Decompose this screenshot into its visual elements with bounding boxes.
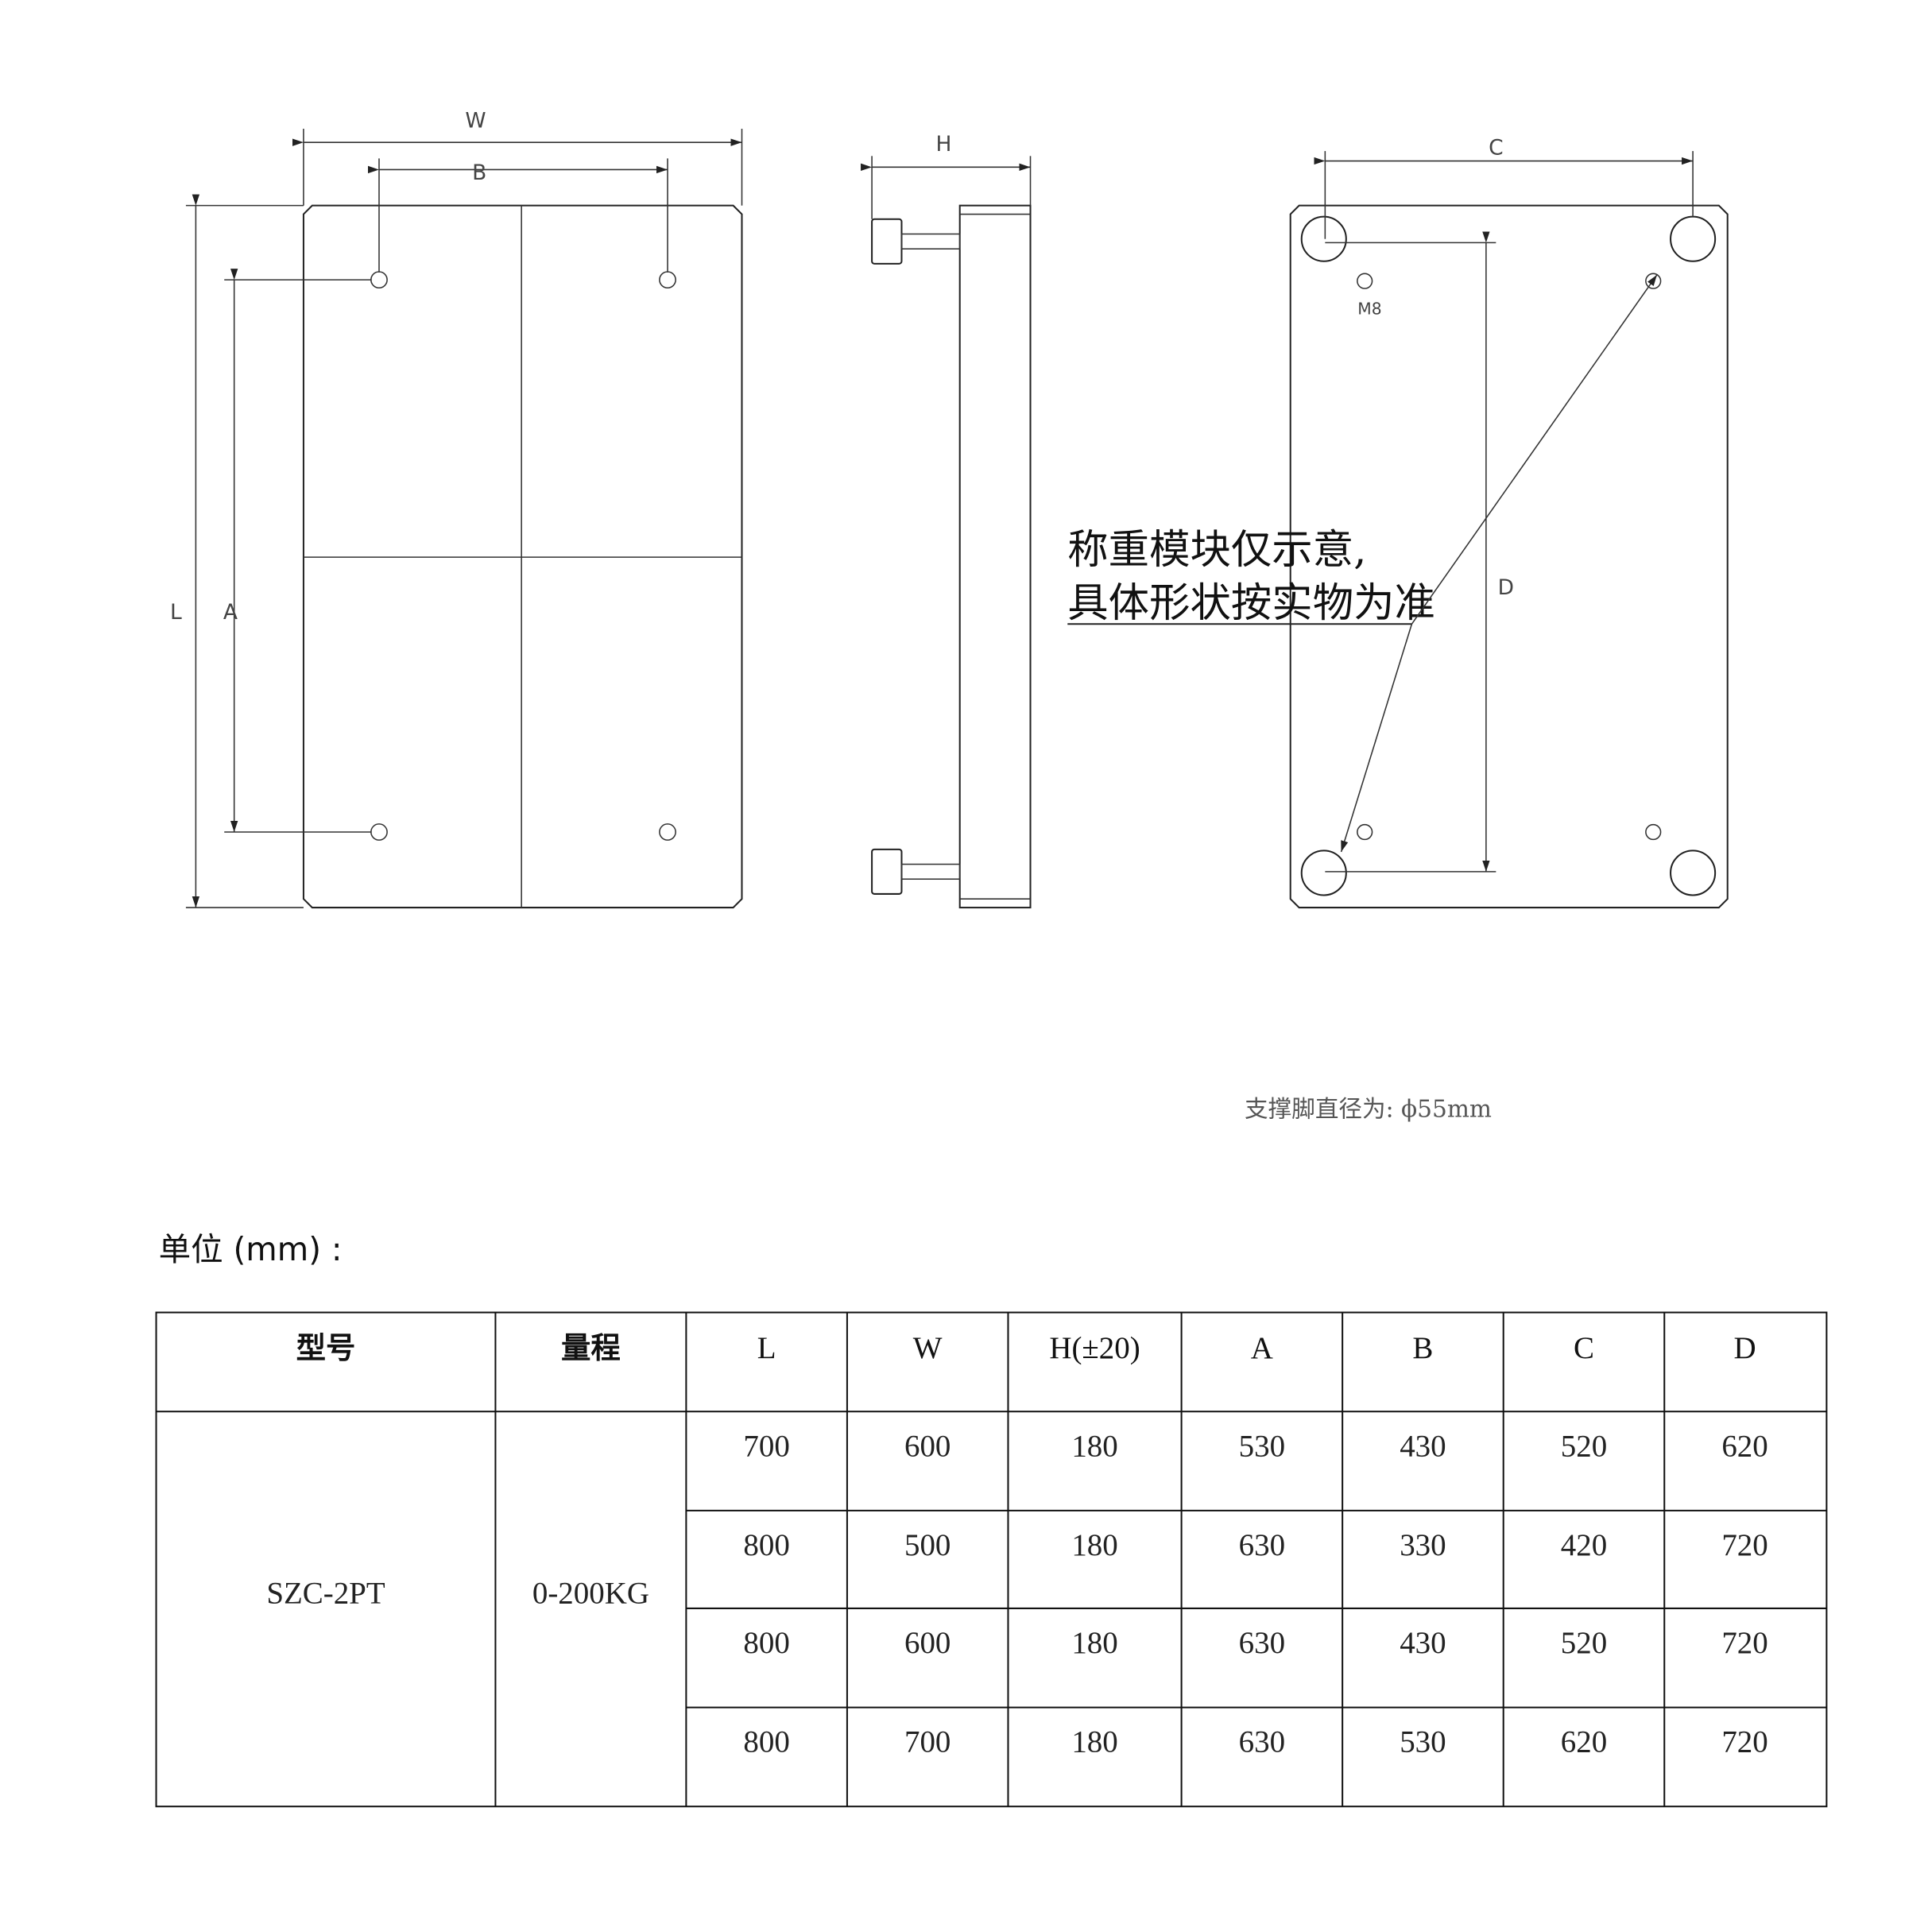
mount-hole <box>659 823 676 841</box>
table-row: 800 600 180 630 430 520 720 <box>743 1626 1767 1660</box>
leader-line <box>1411 274 1658 625</box>
table-cell: 530 <box>1239 1429 1285 1463</box>
table-cell: 600 <box>904 1429 951 1463</box>
table-cell: 430 <box>1400 1626 1446 1660</box>
side-view: H <box>861 132 1032 909</box>
header-cell: W <box>913 1331 943 1365</box>
table-cell: 720 <box>1721 1725 1767 1759</box>
table-cell: 630 <box>1239 1528 1285 1562</box>
header-cell: 量程 <box>561 1330 621 1365</box>
m8-hole <box>1357 823 1373 841</box>
m8-label: M8 <box>1357 300 1381 319</box>
table-cell: 180 <box>1071 1528 1117 1562</box>
annotation-line-1: 称重模块仅示意, <box>1067 526 1366 574</box>
mount-hole <box>659 271 676 289</box>
header-cell: A <box>1251 1331 1273 1365</box>
table-cell: 800 <box>743 1626 789 1660</box>
support-foot <box>871 848 903 895</box>
table-cell: 180 <box>1071 1725 1117 1759</box>
table-cell: 500 <box>904 1528 951 1562</box>
table-cell: 800 <box>743 1528 789 1562</box>
dim-label-l: L <box>170 600 182 625</box>
table-row: 800 700 180 630 530 620 720 <box>743 1725 1767 1759</box>
spec-table: 型号 量程 L W H(±20) A B C D SZC-2PT 0-200KG… <box>155 1311 1828 1808</box>
table-cell: 720 <box>1721 1626 1767 1660</box>
dim-label-h: H <box>936 132 952 157</box>
header-cell: L <box>757 1331 776 1365</box>
dim-label-d: D <box>1498 575 1514 600</box>
dim-label-w: W <box>465 108 486 133</box>
table-row: 700 600 180 530 430 520 620 <box>743 1429 1767 1463</box>
support-foot <box>871 218 903 265</box>
table-cell: 620 <box>1721 1429 1767 1463</box>
table-cell: 800 <box>743 1725 789 1759</box>
table-cell: 180 <box>1071 1429 1117 1463</box>
annotation-line-2: 具体形状按实物为准 <box>1067 579 1435 627</box>
dim-label-a: A <box>223 600 238 625</box>
table-cell: 630 <box>1239 1725 1285 1759</box>
header-cell: B <box>1412 1331 1433 1365</box>
header-cell: D <box>1733 1331 1756 1365</box>
m8-hole <box>1357 273 1373 289</box>
leader-line <box>1340 624 1413 853</box>
bottom-view: M8 C D 称重模块仅示意, 具体形状按实物为准 <box>1067 136 1729 909</box>
range-cell: 0-200KG <box>532 1577 649 1611</box>
table-row: 800 500 180 630 330 420 720 <box>743 1528 1767 1562</box>
table-header-row: 型号 量程 L W H(±20) A B C D <box>296 1330 1756 1365</box>
header-cell: 型号 <box>296 1330 356 1365</box>
dim-label-b: B <box>472 161 486 185</box>
table-cell: 430 <box>1400 1429 1446 1463</box>
foot-circle <box>1670 215 1717 262</box>
model-cell: SZC-2PT <box>266 1577 385 1611</box>
mount-hole <box>370 271 388 289</box>
foot-circle <box>1300 850 1347 896</box>
foot-circle <box>1300 215 1347 262</box>
table-cell: 700 <box>743 1429 789 1463</box>
unit-label: 单位 (mm) : <box>159 1230 343 1268</box>
top-view: W B L A <box>170 108 743 909</box>
foot-circle <box>1670 850 1717 896</box>
table-cell: 720 <box>1721 1528 1767 1562</box>
table-cell: 330 <box>1400 1528 1446 1562</box>
header-cell: H(±20) <box>1049 1331 1140 1365</box>
header-cell: C <box>1574 1331 1594 1365</box>
mount-hole <box>370 823 388 841</box>
table-cell: 600 <box>904 1626 951 1660</box>
table-cell: 700 <box>904 1725 951 1759</box>
table-cell: 530 <box>1400 1725 1446 1759</box>
table-cell: 620 <box>1561 1725 1607 1759</box>
table-cell: 520 <box>1561 1626 1607 1660</box>
table-cell: 520 <box>1561 1429 1607 1463</box>
m8-hole <box>1645 273 1662 289</box>
dim-label-c: C <box>1489 136 1503 161</box>
table-cell: 630 <box>1239 1626 1285 1660</box>
m8-hole <box>1645 823 1662 841</box>
support-diameter-note: 支撑脚直径为: ϕ55mm <box>1245 1095 1492 1122</box>
table-cell: 180 <box>1071 1626 1117 1660</box>
table-cell: 420 <box>1561 1528 1607 1562</box>
